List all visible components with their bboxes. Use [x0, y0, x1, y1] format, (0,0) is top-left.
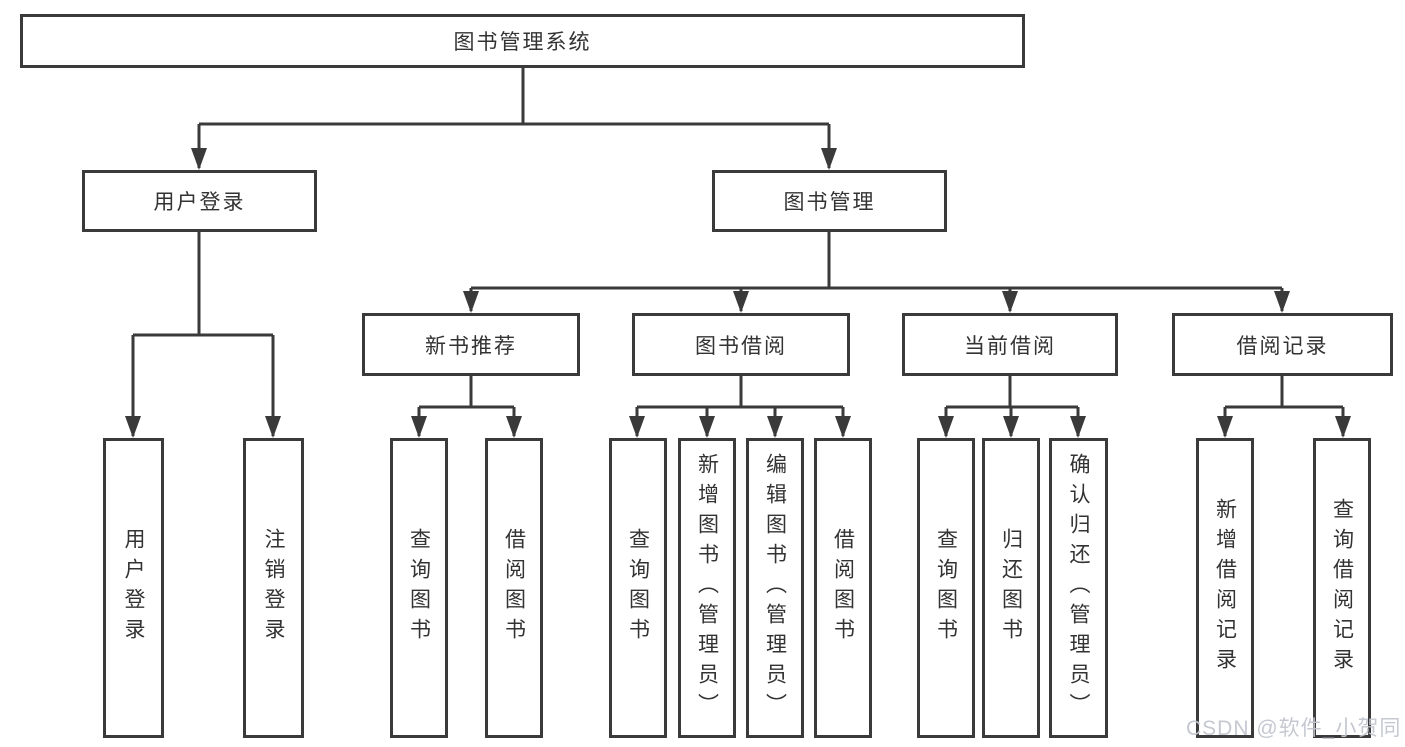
leaf-add-book-admin: 新增图书（管理员）	[678, 438, 736, 738]
node-book-borrowing: 图书借阅	[632, 313, 850, 376]
node-book-management: 图书管理	[712, 170, 947, 232]
leaf-confirm-return-admin: 确认归还（管理员）	[1049, 438, 1108, 738]
leaf-logout: 注销登录	[243, 438, 304, 738]
node-root: 图书管理系统	[20, 14, 1025, 68]
node-borrowing-records: 借阅记录	[1172, 313, 1393, 376]
leaf-borrow-books-borrowing: 借阅图书	[814, 438, 872, 738]
leaf-query-borrow-record: 查询借阅记录	[1313, 438, 1371, 738]
node-current-borrowing: 当前借阅	[902, 313, 1118, 376]
leaf-user-login: 用户登录	[103, 438, 164, 738]
leaf-query-books-borrowing: 查询图书	[609, 438, 667, 738]
leaf-borrow-books-recommend: 借阅图书	[485, 438, 543, 738]
node-user-login: 用户登录	[82, 170, 317, 232]
connector-lines	[131, 68, 1345, 436]
csdn-watermark: CSDN @软件_小贺同学	[1186, 717, 1402, 740]
leaf-return-books: 归还图书	[982, 438, 1040, 738]
arrowhead-icons	[125, 148, 1351, 438]
leaf-add-borrow-record: 新增借阅记录	[1196, 438, 1254, 738]
leaf-query-books-current: 查询图书	[917, 438, 975, 738]
node-new-book-recommend: 新书推荐	[362, 313, 580, 376]
leaf-edit-book-admin: 编辑图书（管理员）	[746, 438, 804, 738]
leaf-query-books-recommend: 查询图书	[390, 438, 448, 738]
